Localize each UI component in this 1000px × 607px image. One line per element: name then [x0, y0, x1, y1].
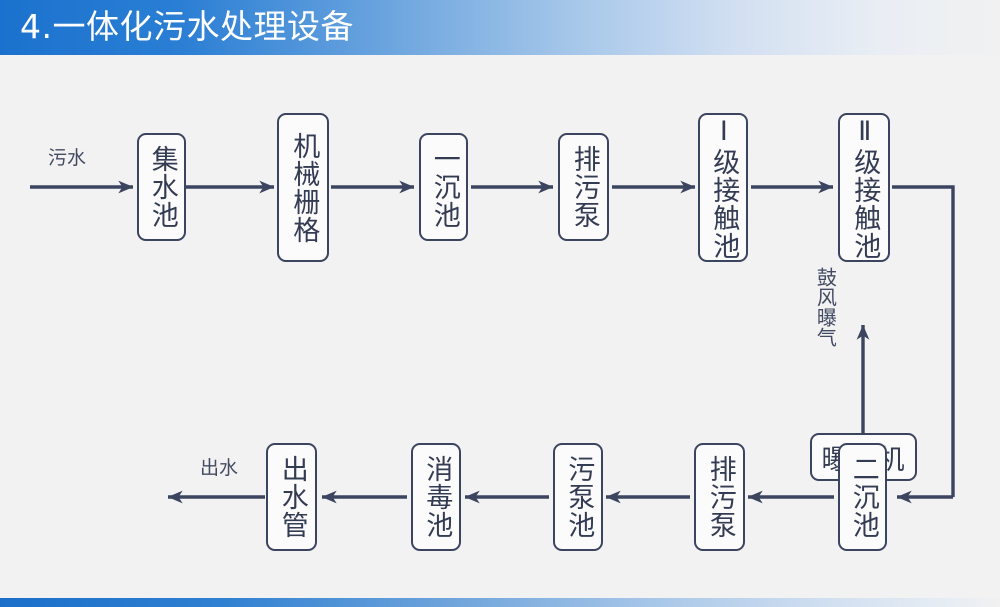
node-disinfect[interactable]: 消毒池 — [411, 443, 461, 551]
node-sed1[interactable]: 一沉池 — [419, 133, 468, 241]
node-pump2-label: 排污泵 — [704, 455, 736, 539]
node-sed2-label: 二沉池 — [847, 455, 879, 539]
node-contact2[interactable]: Ⅱ级接触池 — [838, 113, 890, 262]
node-pump2[interactable]: 排污泵 — [694, 443, 745, 551]
node-collect-label: 集水池 — [146, 145, 178, 229]
node-sludgepit-label: 污泵池 — [563, 455, 595, 539]
header-bar: 4.一体化污水处理设备 — [0, 0, 1000, 55]
node-sed1-label: 一沉池 — [428, 145, 460, 229]
node-pump1[interactable]: 排污泵 — [558, 133, 609, 241]
page-title: 4.一体化污水处理设备 — [20, 7, 354, 46]
node-sludgepit[interactable]: 污泵池 — [553, 443, 603, 551]
label-outlet: 出水 — [200, 457, 239, 479]
node-grille-label: 机械栅格 — [288, 131, 320, 244]
node-grille[interactable]: 机械栅格 — [277, 113, 329, 262]
node-contact1[interactable]: Ⅰ级接触池 — [698, 113, 748, 262]
node-pump1-label: 排污泵 — [568, 145, 600, 229]
node-outpipe[interactable]: 出水管 — [266, 443, 317, 551]
node-collect[interactable]: 集水池 — [137, 133, 186, 241]
label-aeration: 鼓风曝气 — [813, 267, 838, 347]
node-contact1-label: Ⅰ级接触池 — [708, 115, 740, 260]
node-disinfect-label: 消毒池 — [421, 455, 453, 539]
node-outpipe-label: 出水管 — [276, 455, 308, 539]
flow-diagram: 污水 出水 鼓风曝气 集水池 机械栅格 一沉池 排污泵 Ⅰ级接触池 Ⅱ级接触池 … — [0, 55, 1000, 598]
node-sed2[interactable]: 二沉池 — [838, 443, 887, 551]
label-inlet: 污水 — [48, 147, 87, 169]
footer-bar — [0, 598, 1000, 607]
node-contact2-label: Ⅱ级接触池 — [849, 115, 881, 260]
